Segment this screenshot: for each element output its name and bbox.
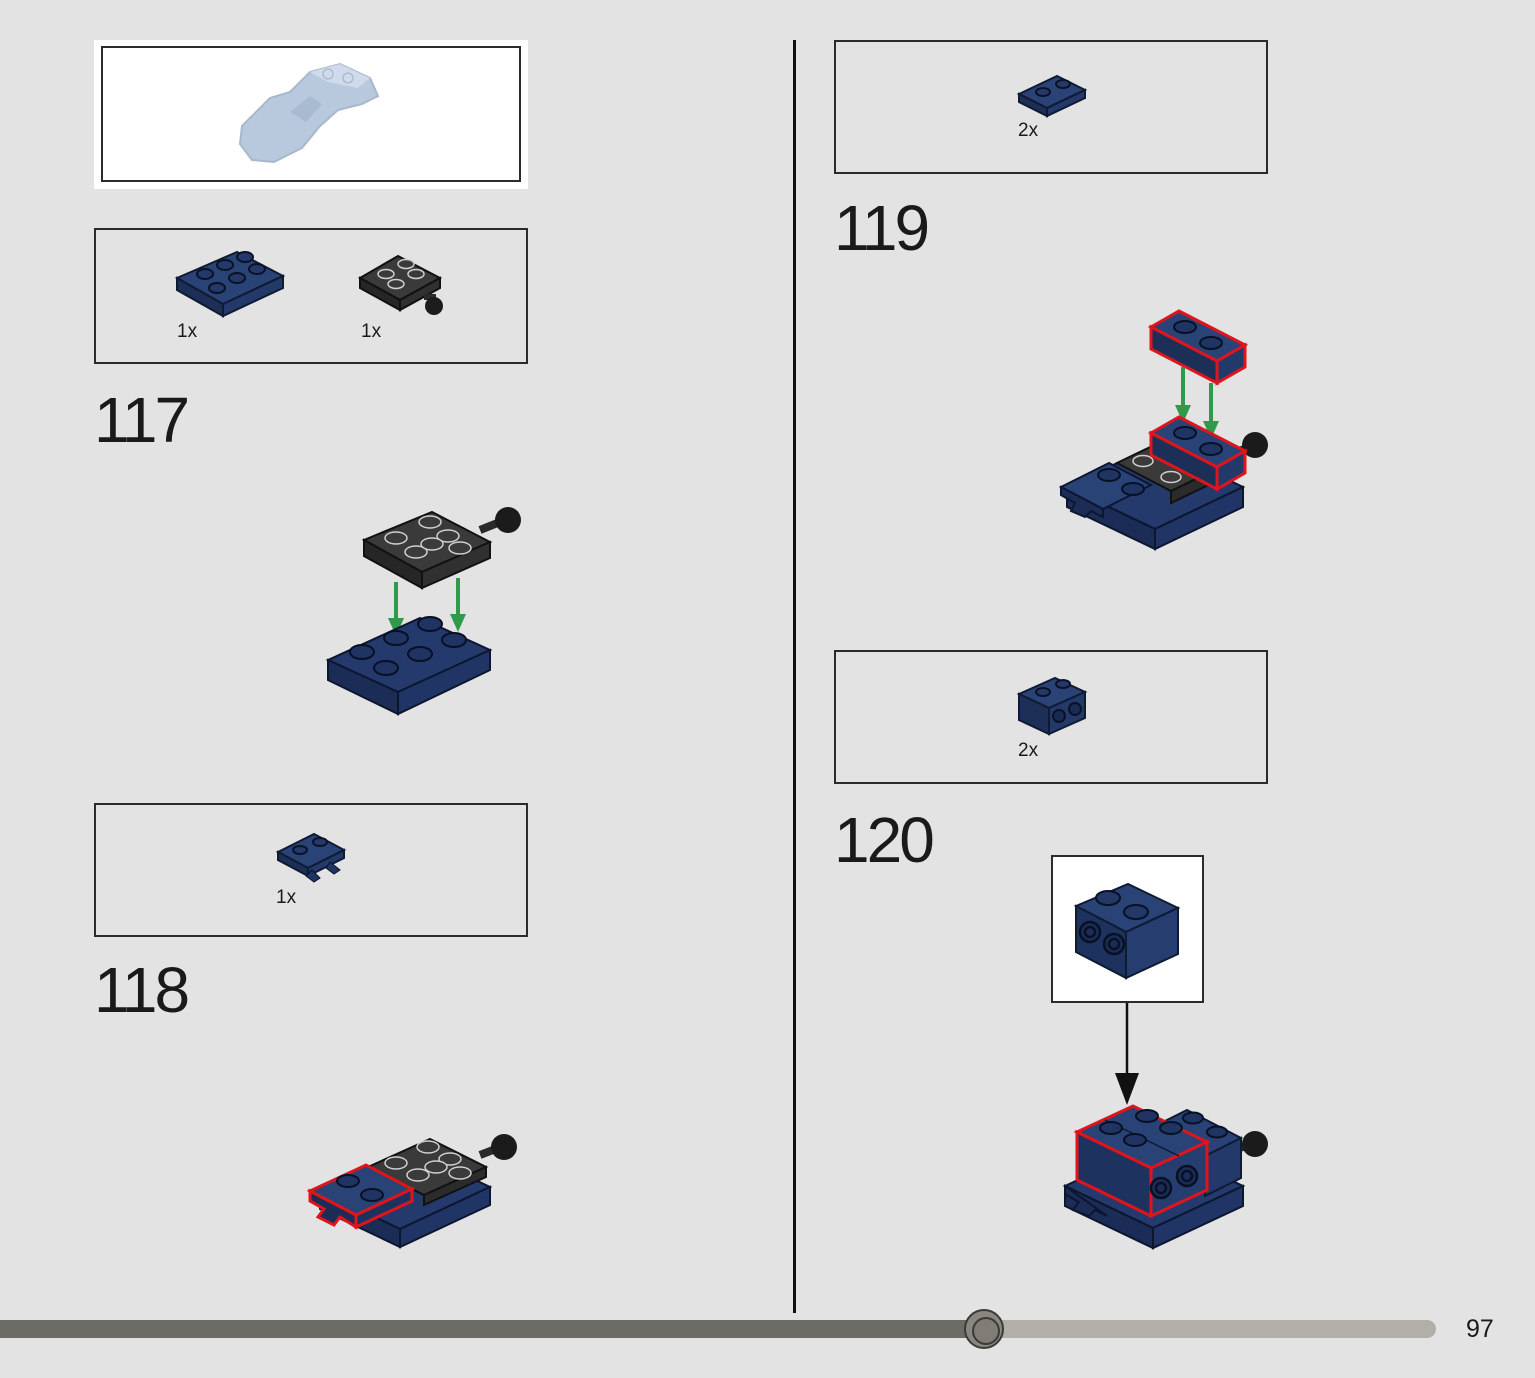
step-119-assembly-image — [1058, 309, 1268, 551]
step-117-parts-box — [94, 228, 528, 364]
step-117-assembly-image — [325, 507, 521, 716]
submodel-preview-image — [238, 62, 380, 164]
page-column-divider — [793, 40, 796, 1313]
step-117-part-2-count: 1x — [361, 321, 382, 342]
progress-bar-knob — [964, 1309, 1004, 1349]
step-118-assembly-image — [306, 1134, 517, 1249]
plate-2x3-dark-blue-icon — [174, 250, 286, 318]
step-119-parts-box — [834, 40, 1268, 174]
brick-1x2-side-studs-dark-blue-icon — [1016, 676, 1088, 736]
step-117-part-1-count: 1x — [177, 321, 198, 342]
plate-2x2-towball-black-icon — [357, 254, 443, 315]
progress-bar-fill — [0, 1320, 984, 1338]
step-120-assembly-image — [1062, 1104, 1268, 1250]
step-120-parts-box — [834, 650, 1268, 784]
step-119-part-1-count: 2x — [1018, 120, 1039, 141]
step-118-parts-box — [94, 803, 528, 937]
step-118-number: 118 — [94, 954, 190, 1026]
step-120-number: 120 — [834, 804, 935, 876]
step-118-part-1-count: 1x — [276, 887, 297, 908]
step-117-number: 117 — [94, 384, 190, 456]
page-number: 97 — [1466, 1315, 1494, 1343]
step-119-number: 119 — [834, 192, 930, 264]
plate-1x2-dark-blue-icon — [1016, 74, 1088, 118]
callout-arrow — [1115, 1003, 1139, 1105]
step-120-part-1-count: 2x — [1018, 740, 1039, 761]
callout-brick-side-studs-image — [1073, 882, 1181, 980]
plate-1x2-clips-dark-blue-icon — [275, 832, 347, 883]
